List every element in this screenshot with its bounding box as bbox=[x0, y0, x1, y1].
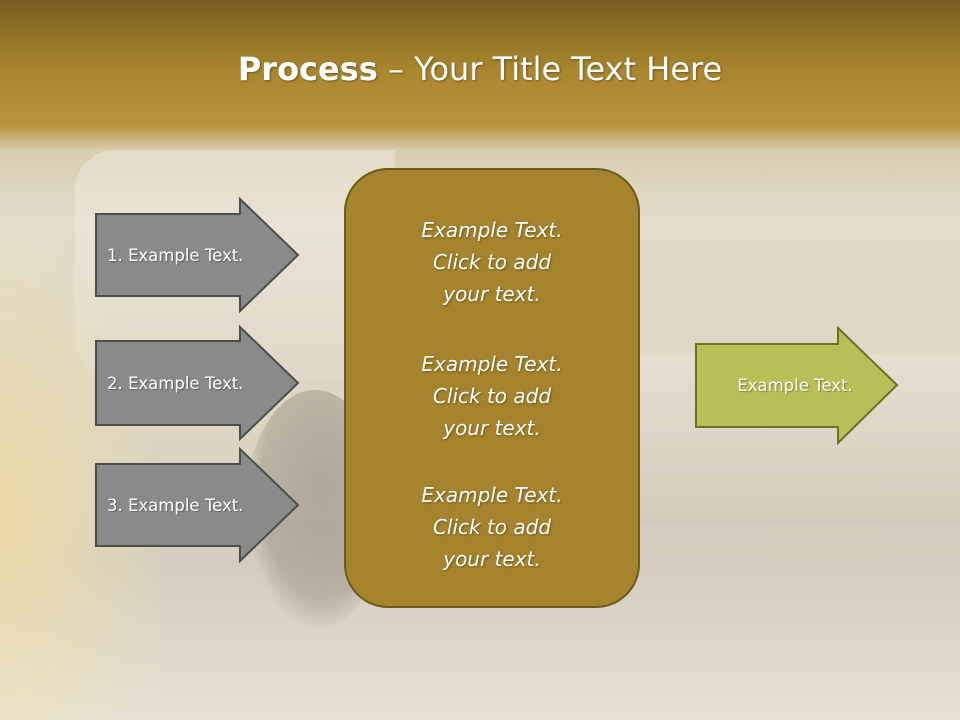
process-text-line: Click to add bbox=[432, 384, 552, 408]
arrow-right-icon bbox=[695, 325, 899, 446]
process-box: Example Text. Click to add your text. Ex… bbox=[344, 168, 640, 608]
input-arrow-1: 1. Example Text. bbox=[95, 196, 300, 314]
process-text-line: your text. bbox=[443, 282, 541, 306]
process-text-2: Example Text. Click to add your text. bbox=[346, 348, 638, 444]
output-arrow-label: Example Text. bbox=[737, 376, 853, 395]
process-text-line: Click to add bbox=[432, 515, 552, 539]
input-arrow-label: 2. Example Text. bbox=[107, 373, 244, 393]
input-arrow-2: 2. Example Text. bbox=[95, 324, 300, 442]
output-arrow: Example Text. bbox=[695, 325, 900, 446]
process-text-line: Example Text. bbox=[421, 352, 563, 376]
process-text-line: your text. bbox=[443, 547, 541, 571]
arrow-right-icon bbox=[95, 324, 300, 442]
input-arrow-label: 3. Example Text. bbox=[107, 495, 244, 515]
process-text-1: Example Text. Click to add your text. bbox=[346, 214, 638, 310]
process-text-line: Click to add bbox=[432, 250, 552, 274]
input-arrow-3: 3. Example Text. bbox=[95, 446, 300, 564]
arrow-right-icon bbox=[95, 196, 300, 314]
title-rest: – Your Title Text Here bbox=[377, 50, 723, 88]
arrow-right-icon bbox=[95, 446, 300, 564]
process-text-line: Example Text. bbox=[421, 483, 563, 507]
slide-title: Process – Your Title Text Here bbox=[0, 50, 960, 88]
process-text-3: Example Text. Click to add your text. bbox=[346, 479, 638, 575]
title-bold: Process bbox=[237, 50, 378, 88]
process-text-line: your text. bbox=[443, 416, 541, 440]
process-text-line: Example Text. bbox=[421, 218, 563, 242]
input-arrow-label: 1. Example Text. bbox=[107, 245, 244, 265]
